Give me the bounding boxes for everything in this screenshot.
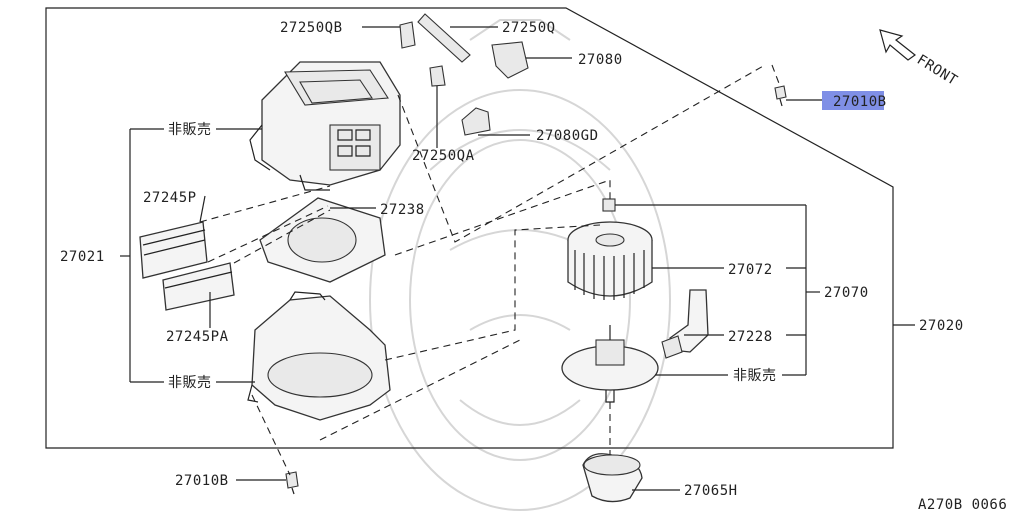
label-27010B-top[interactable]: 27010B [833,94,887,110]
label-27010B-bottom[interactable]: 27010B [175,473,229,489]
leader-lines [120,26,915,491]
fan-wheel-27072 [567,221,653,300]
label-27245P[interactable]: 27245P [143,190,197,206]
nut-top [602,198,616,212]
blower-case-lower [247,291,391,421]
blower-motor [561,325,659,403]
figure-code: A270B 0066 [918,497,1007,511]
screw-top [774,85,787,107]
assembly-frame [45,7,894,449]
label-27080GD[interactable]: 27080GD [536,128,599,144]
label-hanbai-mid: 非販売 [733,368,777,384]
harness-27228 [661,289,709,359]
front-arrow-icon [879,29,916,61]
watermark-emblem [369,19,671,511]
label-27065H[interactable]: 27065H [684,483,738,499]
cover-27065H [582,453,643,503]
actuator-bracket [399,13,529,136]
label-27250QB[interactable]: 27250QB [280,20,343,36]
filter-27245PA [162,262,235,311]
label-hanbai-top: 非販売 [168,122,212,138]
intake-housing [249,61,401,191]
label-27250Q[interactable]: 27250Q [502,20,556,36]
label-27245PA[interactable]: 27245PA [166,329,229,345]
seal-27238 [259,197,386,283]
label-27228[interactable]: 27228 [728,329,773,345]
assembly-dash-lines [199,64,781,476]
label-hanbai-bottom: 非販売 [168,375,212,391]
label-27072[interactable]: 27072 [728,262,773,278]
front-label: FRONT [914,52,960,89]
label-27020[interactable]: 27020 [919,318,964,334]
part-highlight [822,91,884,110]
label-27080[interactable]: 27080 [578,52,623,68]
filter-27245P [139,221,208,279]
label-27250QA[interactable]: 27250QA [412,148,475,164]
label-27021[interactable]: 27021 [60,249,105,265]
screw-bottom [285,471,299,495]
label-27238[interactable]: 27238 [380,202,425,218]
label-27070[interactable]: 27070 [824,285,869,301]
